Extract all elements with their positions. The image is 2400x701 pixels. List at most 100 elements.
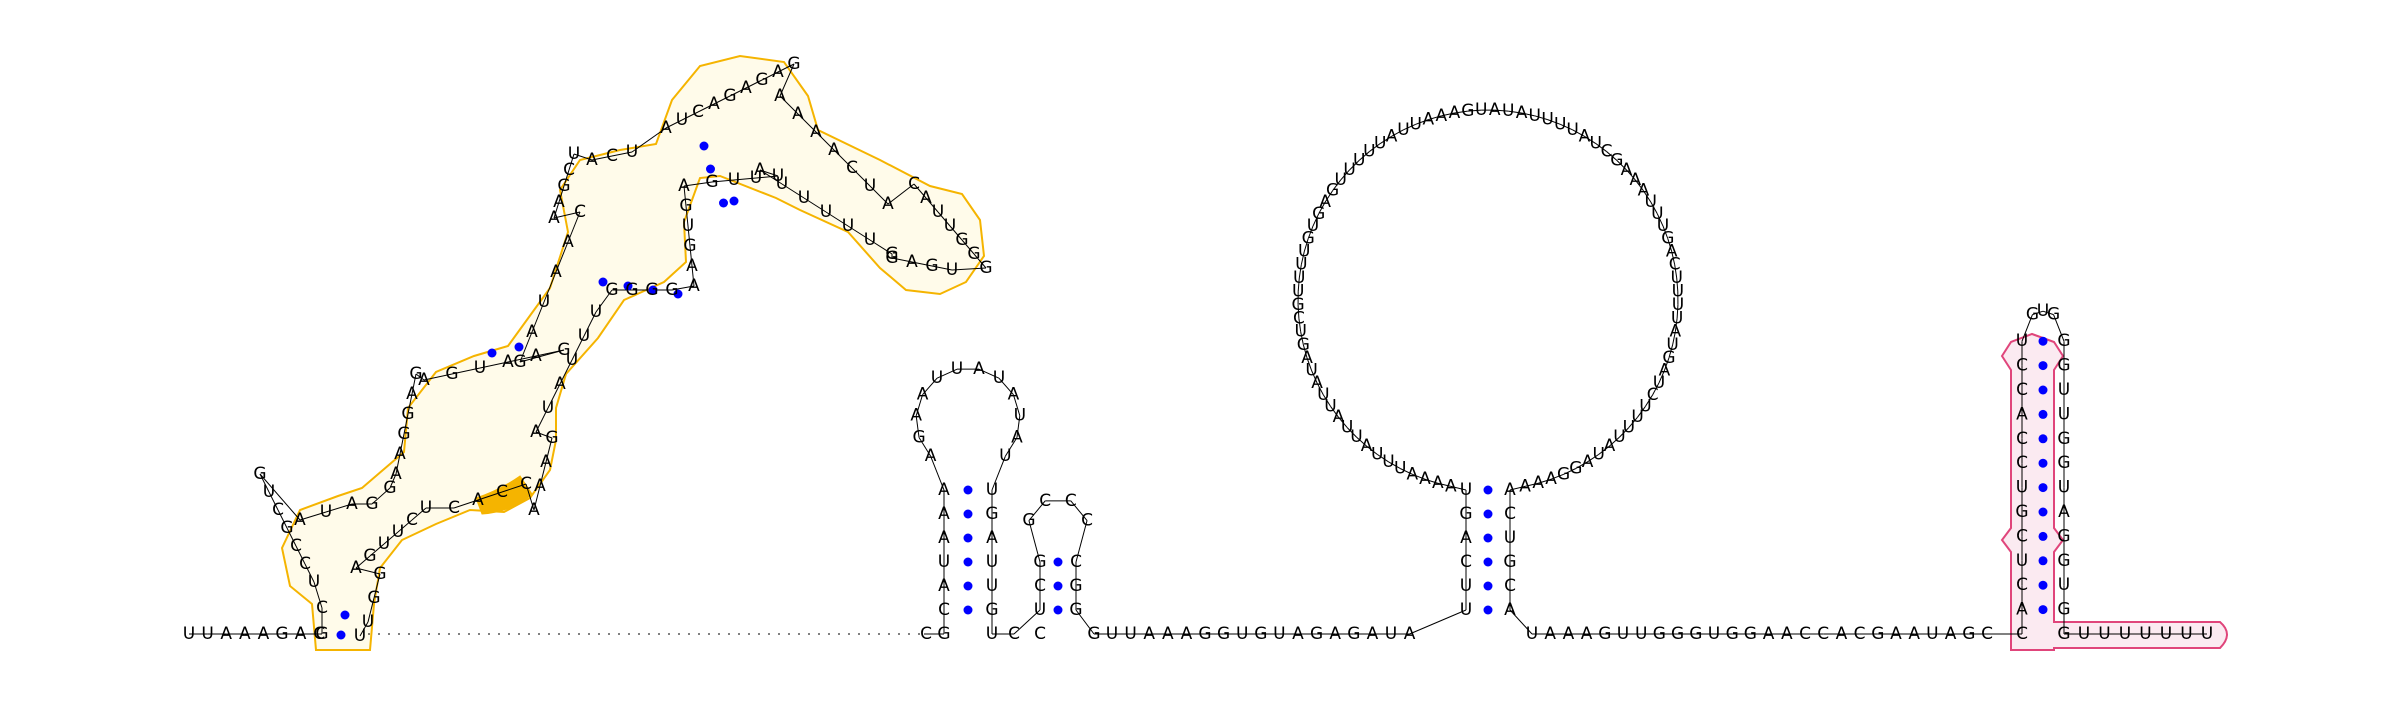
nucleotide-G: G bbox=[365, 494, 378, 514]
nucleotide-U: U bbox=[1502, 101, 1514, 121]
nucleotide-U: U bbox=[2201, 624, 2213, 644]
nucleotide-A: A bbox=[1581, 624, 1593, 644]
nucleotide-A: A bbox=[350, 558, 362, 578]
nucleotide-G: G bbox=[723, 86, 736, 106]
base-pair-dot bbox=[1054, 582, 1063, 591]
nucleotide-A: A bbox=[920, 188, 932, 208]
base-pair-dot bbox=[2039, 605, 2048, 614]
nucleotide-C: C bbox=[290, 536, 302, 556]
nucleotide-A: A bbox=[2016, 404, 2028, 424]
nucleotide-G: G bbox=[1217, 624, 1230, 644]
nucleotide-G: G bbox=[2057, 624, 2070, 644]
nucleotide-G: G bbox=[705, 172, 718, 192]
nucleotide-U: U bbox=[1273, 624, 1285, 644]
base-pair-dot bbox=[700, 142, 709, 151]
nucleotide-U: U bbox=[2139, 624, 2151, 644]
nucleotide-U: U bbox=[2160, 624, 2172, 644]
nucleotide-A: A bbox=[2058, 502, 2070, 522]
nucleotide-A: A bbox=[258, 624, 270, 644]
base-pair-dot bbox=[2039, 459, 2048, 468]
nucleotide-G: G bbox=[1310, 624, 1323, 644]
nucleotide-C: C bbox=[1065, 491, 1077, 511]
nucleotide-U: U bbox=[1926, 624, 1938, 644]
nucleotide-U: U bbox=[201, 624, 213, 644]
nucleotide-G: G bbox=[1069, 600, 1082, 620]
nucleotide-U: U bbox=[1236, 624, 1248, 644]
nucleotide-A: A bbox=[1563, 624, 1575, 644]
nucleotide-C: C bbox=[2016, 624, 2028, 644]
nucleotide-U: U bbox=[1106, 624, 1118, 644]
nucleotide-A: A bbox=[938, 504, 950, 524]
nucleotide-U: U bbox=[1460, 600, 1472, 620]
nucleotide-A: A bbox=[554, 374, 566, 394]
nucleotide-U: U bbox=[750, 168, 762, 188]
base-pair-dot bbox=[2039, 508, 2048, 517]
nucleotide-U: U bbox=[728, 170, 740, 190]
nucleotide-G: G bbox=[979, 258, 992, 278]
nucleotide-A: A bbox=[1449, 103, 1461, 123]
nucleotide-C: C bbox=[406, 510, 418, 530]
nucleotide-C: C bbox=[299, 554, 311, 574]
nucleotide-G: G bbox=[1033, 552, 1046, 572]
nucleotide-A: A bbox=[1445, 476, 1457, 496]
nucleotide-A: A bbox=[740, 78, 752, 98]
nucleotide-U: U bbox=[392, 522, 404, 542]
nucleotide-A: A bbox=[1008, 385, 1020, 405]
nucleotide-U: U bbox=[320, 502, 332, 522]
nucleotide-G: G bbox=[937, 624, 950, 644]
nucleotide-A: A bbox=[472, 490, 484, 510]
nucleotide-A: A bbox=[346, 494, 358, 514]
nucleotide-A: A bbox=[1836, 624, 1848, 644]
nucleotide-A: A bbox=[1435, 106, 1447, 126]
base-pair-dot bbox=[2039, 532, 2048, 541]
nucleotide-U: U bbox=[1617, 624, 1629, 644]
nucleotide-C: C bbox=[846, 158, 858, 178]
base-pair-dot bbox=[2039, 483, 2048, 492]
nucleotide-A: A bbox=[2016, 600, 2028, 620]
base-pair-dot bbox=[1484, 582, 1493, 591]
nucleotide-U: U bbox=[986, 624, 998, 644]
nucleotide-C: C bbox=[496, 482, 508, 502]
nucleotide-G: G bbox=[1744, 624, 1757, 644]
nucleotide-U: U bbox=[1374, 134, 1386, 154]
nucleotide-U: U bbox=[772, 166, 784, 186]
nucleotide-A: A bbox=[973, 359, 985, 379]
base-pair-dot bbox=[964, 558, 973, 567]
nucleotide-U: U bbox=[1409, 114, 1421, 134]
nucleotide-U: U bbox=[864, 176, 876, 196]
nucleotide-A: A bbox=[1516, 103, 1528, 123]
nucleotide-A: A bbox=[406, 384, 418, 404]
base-pair-dot bbox=[964, 486, 973, 495]
base-pair-dot bbox=[964, 534, 973, 543]
nucleotide-A: A bbox=[534, 476, 546, 496]
nucleotide-A: A bbox=[986, 528, 998, 548]
base-pair-dot bbox=[2039, 434, 2048, 443]
nucleotide-A: A bbox=[688, 276, 700, 296]
nucleotide-U: U bbox=[568, 144, 580, 164]
nucleotide-G: G bbox=[2015, 502, 2028, 522]
nucleotide-C: C bbox=[1034, 576, 1046, 596]
nucleotide-G: G bbox=[1962, 624, 1975, 644]
nucleotide-A: A bbox=[1781, 624, 1793, 644]
nucleotide-G: G bbox=[367, 588, 380, 608]
nucleotide-A: A bbox=[772, 62, 784, 82]
nucleotide-U: U bbox=[951, 359, 963, 379]
nucleotide-G: G bbox=[925, 256, 938, 276]
nucleotide-A: A bbox=[1181, 624, 1193, 644]
nucleotide-G: G bbox=[605, 280, 618, 300]
nucleotide-U: U bbox=[2098, 624, 2110, 644]
nucleotide-C: C bbox=[692, 102, 704, 122]
nucleotide-G: G bbox=[513, 352, 526, 372]
base-pair-dot bbox=[488, 349, 497, 358]
base-pair-dot bbox=[730, 197, 739, 206]
nucleotide-U: U bbox=[2180, 624, 2192, 644]
nucleotide-G: G bbox=[912, 427, 925, 447]
nucleotide-G: G bbox=[1689, 624, 1702, 644]
nucleotide-C: C bbox=[1799, 624, 1811, 644]
base-pair-dot bbox=[964, 510, 973, 519]
base-pair-dot bbox=[1484, 510, 1493, 519]
nucleotide-A: A bbox=[660, 118, 672, 138]
nucleotide-C: C bbox=[2016, 526, 2028, 546]
